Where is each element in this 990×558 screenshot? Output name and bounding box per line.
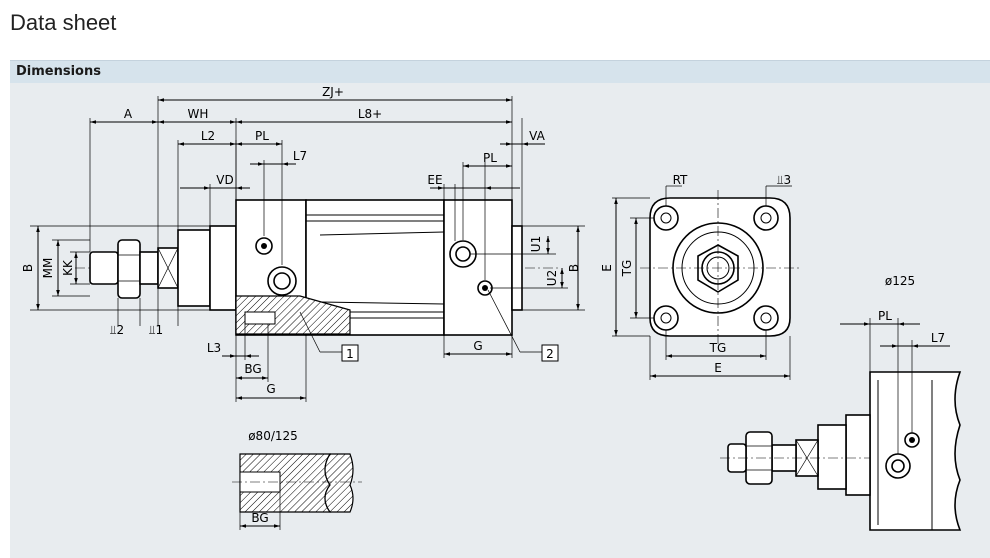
label-l3: L3 [207,341,221,355]
label-rt: RT [673,173,688,187]
label-c3: ⫫3 [777,173,791,187]
label-vd: VD [216,173,233,187]
label-bg: BG [244,362,261,376]
label-e-horizontal: E [714,361,722,375]
label-u1: U1 [529,236,543,252]
label-c1: ⫫1 [149,323,163,337]
label-d80-125: ø80/125 [248,429,298,443]
label-ee: EE [427,173,442,187]
label-l2: L2 [201,129,215,143]
section-title: Dimensions [16,64,101,79]
label-bg-detail: BG [251,511,268,525]
label-mm: MM [41,258,55,279]
callout-1: 1 [346,347,354,361]
label-tg-horizontal: TG [709,341,727,355]
label-zj: ZJ+ [322,85,344,99]
label-g-front: G [266,382,275,396]
label-b-left: B [21,264,35,272]
label-pl-front: PL [255,129,269,143]
label-va: VA [529,129,545,143]
label-l7-detail: L7 [931,331,945,345]
label-l8: L8+ [358,107,382,121]
page-title: Data sheet [10,10,117,35]
detail-d125: ø125 PL L7 [720,274,962,531]
detail-d80-125: ø80/125 BG [232,429,362,530]
label-a: A [124,107,133,121]
label-d125: ø125 [885,274,915,288]
label-c2: ⫫2 [110,323,124,337]
callout-2: 2 [546,347,554,361]
label-u2: U2 [545,270,559,286]
label-tg-vertical: TG [620,260,634,278]
label-g-rear: G [473,339,482,353]
label-l7: L7 [293,149,307,163]
label-pl-rear: PL [483,151,497,165]
label-b-right: B [567,264,581,272]
end-view: RT ⫫3 E TG TG E [600,173,800,380]
side-view: 1 2 ZJ+ A WH L8+ VA [21,85,585,402]
label-pl-detail: PL [878,309,892,323]
section-header: Dimensions [10,60,990,83]
label-e-vertical: E [600,264,614,272]
label-wh: WH [188,107,209,121]
label-kk: KK [61,259,75,276]
